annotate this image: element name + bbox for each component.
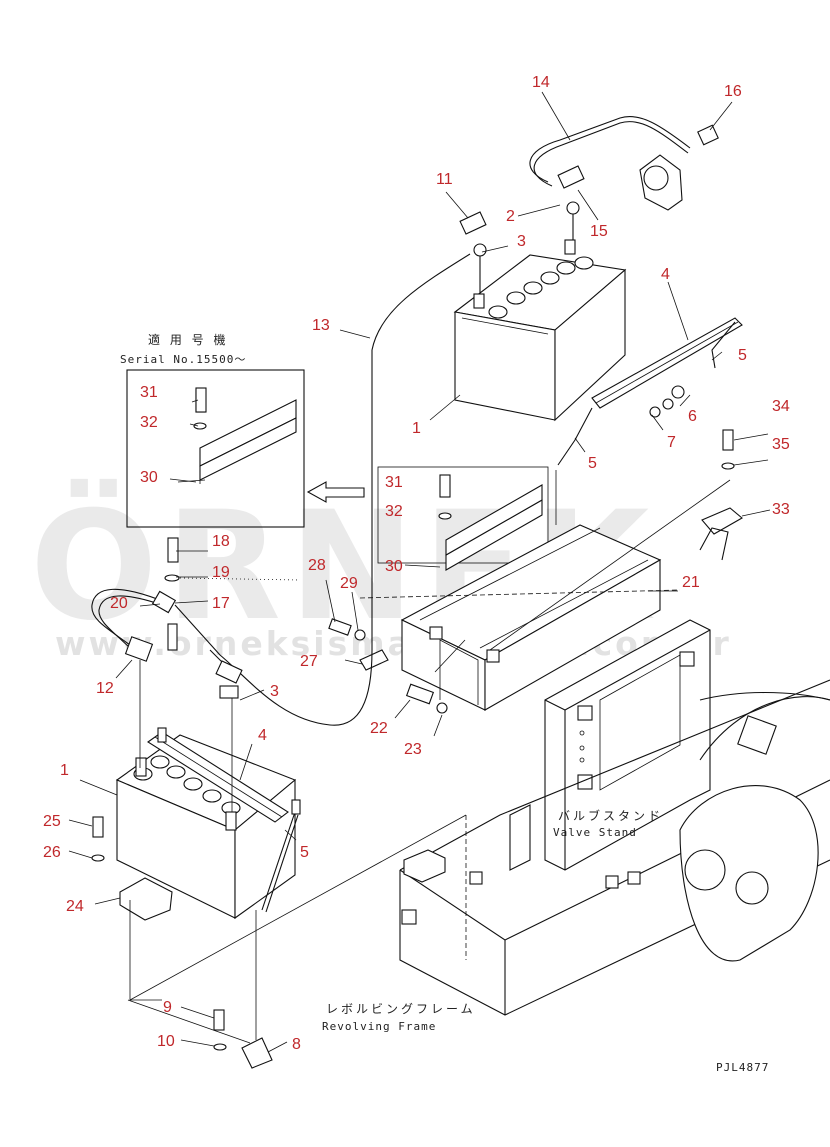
- upper-holddown: [557, 317, 743, 466]
- callout-11: 11: [436, 171, 453, 188]
- alignment-lines: [127, 470, 731, 1044]
- callout-4-upper: 4: [661, 266, 670, 283]
- callout-31-inset: 31: [140, 384, 158, 401]
- callouts: 14 16 11 2 3 15 4 5 13 6 7 1 5 34 35 33 …: [43, 74, 790, 1053]
- callout-28: 28: [308, 557, 326, 574]
- callout-1-lower: 1: [60, 762, 69, 779]
- callout-22: 22: [370, 720, 388, 737]
- lower-battery: [115, 734, 297, 920]
- callout-12: 12: [96, 680, 114, 697]
- callout-35: 35: [772, 436, 790, 453]
- callout-7: 7: [667, 434, 676, 451]
- drawing-code: PJL4877: [716, 1061, 769, 1074]
- callout-32-frame: 32: [385, 503, 403, 520]
- lower-holddown: [147, 727, 301, 913]
- revolving-frame-label-jp: レボルビングフレーム: [326, 1002, 476, 1016]
- battery-tray-frame: [400, 524, 662, 711]
- callout-23: 23: [404, 741, 422, 758]
- callout-15: 15: [590, 223, 608, 240]
- lower-leaders: [68, 399, 771, 1053]
- callout-16: 16: [724, 83, 742, 100]
- upper-leaders: [339, 91, 733, 453]
- diagram-labels: バルブスタンド Valve Stand レボルビングフレーム Revolving…: [322, 808, 769, 1074]
- callout-3-lower: 3: [270, 683, 279, 700]
- callout-3-upper: 3: [517, 233, 526, 250]
- callout-9: 9: [163, 999, 172, 1016]
- callout-32-inset: 32: [140, 414, 158, 431]
- valve-stand: [509, 619, 711, 871]
- callout-31-frame: 31: [385, 474, 403, 491]
- serial-inset: 適 用 号 機 Serial No.15500～: [120, 332, 305, 528]
- callout-6: 6: [688, 408, 697, 425]
- callout-25: 25: [43, 813, 61, 830]
- callout-17: 17: [212, 595, 230, 612]
- upper-battery: [453, 239, 627, 422]
- relay-cable: [529, 116, 719, 211]
- callout-29: 29: [340, 575, 358, 592]
- inset-serial: Serial No.15500～: [120, 353, 246, 366]
- callout-20: 20: [110, 595, 128, 612]
- callout-1-upper: 1: [412, 420, 421, 437]
- callout-21: 21: [682, 574, 700, 591]
- callout-33: 33: [772, 501, 790, 518]
- callout-24: 24: [66, 898, 84, 915]
- callout-27: 27: [300, 653, 318, 670]
- callout-2: 2: [506, 208, 515, 225]
- upper-terminals: [371, 165, 585, 650]
- callout-13: 13: [312, 317, 330, 334]
- revolving-frame-label-en: Revolving Frame: [322, 1020, 436, 1033]
- callout-10: 10: [157, 1033, 175, 1050]
- callout-5-mid: 5: [588, 455, 597, 472]
- valve-stand-label-en: Valve Stand: [553, 826, 637, 839]
- callout-34: 34: [772, 398, 790, 415]
- inset-heading: 適 用 号 機: [148, 332, 228, 347]
- inset-arrow: [306, 481, 365, 503]
- callout-5-lower: 5: [300, 844, 309, 861]
- callout-18: 18: [212, 533, 230, 550]
- valve-stand-label-jp: バルブスタンド: [558, 808, 663, 823]
- callout-19: 19: [212, 564, 230, 581]
- callout-4-lower: 4: [258, 727, 267, 744]
- callout-8: 8: [292, 1036, 301, 1053]
- callout-14: 14: [532, 74, 550, 91]
- fasteners: [91, 387, 743, 1051]
- callout-26: 26: [43, 844, 61, 861]
- frame-inset: [377, 466, 549, 571]
- tray-and-hook: [119, 877, 273, 1069]
- callout-30-frame: 30: [385, 558, 403, 575]
- callout-5-upper: 5: [738, 347, 747, 364]
- revolving-frame: [129, 679, 830, 1016]
- lower-cables: [91, 588, 373, 812]
- callout-30-inset: 30: [140, 469, 158, 486]
